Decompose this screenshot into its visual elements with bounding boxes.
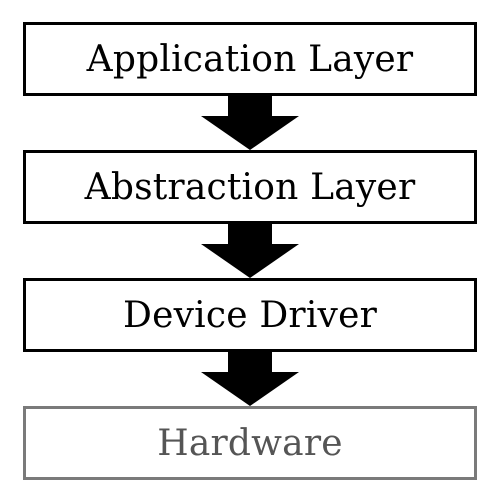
- device-driver-box: Device Driver: [23, 278, 477, 352]
- hardware-box: Hardware: [23, 406, 477, 480]
- device-driver-label: Device Driver: [123, 294, 377, 336]
- application-layer-label: Application Layer: [86, 38, 414, 80]
- down-arrow-icon: [201, 96, 299, 150]
- application-layer-box: Application Layer: [23, 22, 477, 96]
- down-arrow-icon: [201, 224, 299, 278]
- hardware-label: Hardware: [157, 422, 343, 464]
- abstraction-layer-box: Abstraction Layer: [23, 150, 477, 224]
- down-arrow-icon: [201, 352, 299, 406]
- abstraction-layer-label: Abstraction Layer: [84, 166, 416, 208]
